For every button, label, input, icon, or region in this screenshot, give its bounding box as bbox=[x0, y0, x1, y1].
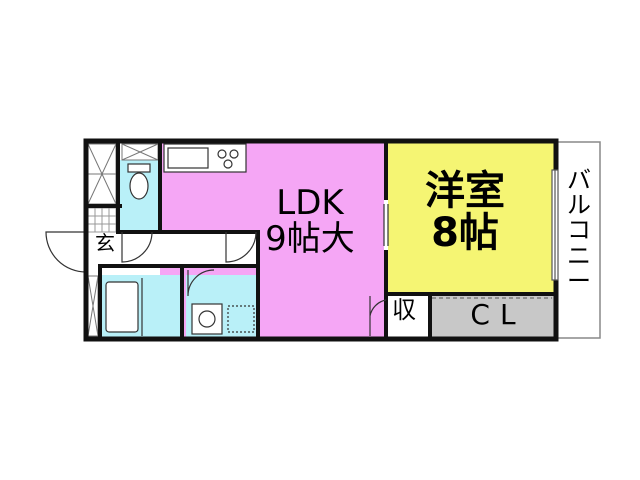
storage bbox=[386, 296, 430, 338]
ldk-label: LDK 9帖大 bbox=[240, 183, 380, 259]
balcony-char: コ bbox=[567, 216, 591, 245]
entrance-tiles bbox=[87, 207, 117, 233]
yoshitsu-label: 洋室 8帖 bbox=[400, 170, 530, 254]
balcony-label: バ ル コ ニ ー bbox=[566, 166, 592, 295]
balcony-char: ル bbox=[567, 191, 591, 220]
yoshitsu-label-line2: 8帖 bbox=[431, 210, 499, 256]
balcony-char: バ bbox=[567, 166, 591, 194]
balcony-char: ニ bbox=[567, 241, 591, 270]
balcony bbox=[555, 141, 601, 339]
entrance-label: 玄 bbox=[95, 231, 115, 255]
ldk-label-line2: 9帖大 bbox=[265, 218, 355, 259]
interior-walls bbox=[84, 140, 556, 340]
washbasin bbox=[191, 303, 255, 335]
doors bbox=[45, 200, 389, 336]
closet bbox=[430, 296, 554, 338]
kitchen-counter bbox=[163, 143, 247, 173]
bathtub bbox=[105, 278, 143, 336]
balcony-char: ー bbox=[567, 266, 591, 295]
ldk-label-line1: LDK bbox=[276, 183, 344, 223]
yoshitsu-label-line1: 洋室 bbox=[425, 168, 505, 214]
storage-label: 収 bbox=[392, 296, 416, 324]
entrance-hall bbox=[88, 232, 258, 264]
balcony-window bbox=[551, 169, 559, 281]
closet-label: CL bbox=[470, 298, 526, 331]
yoshitsu-room bbox=[386, 142, 554, 294]
toilet-fixture bbox=[127, 163, 151, 200]
